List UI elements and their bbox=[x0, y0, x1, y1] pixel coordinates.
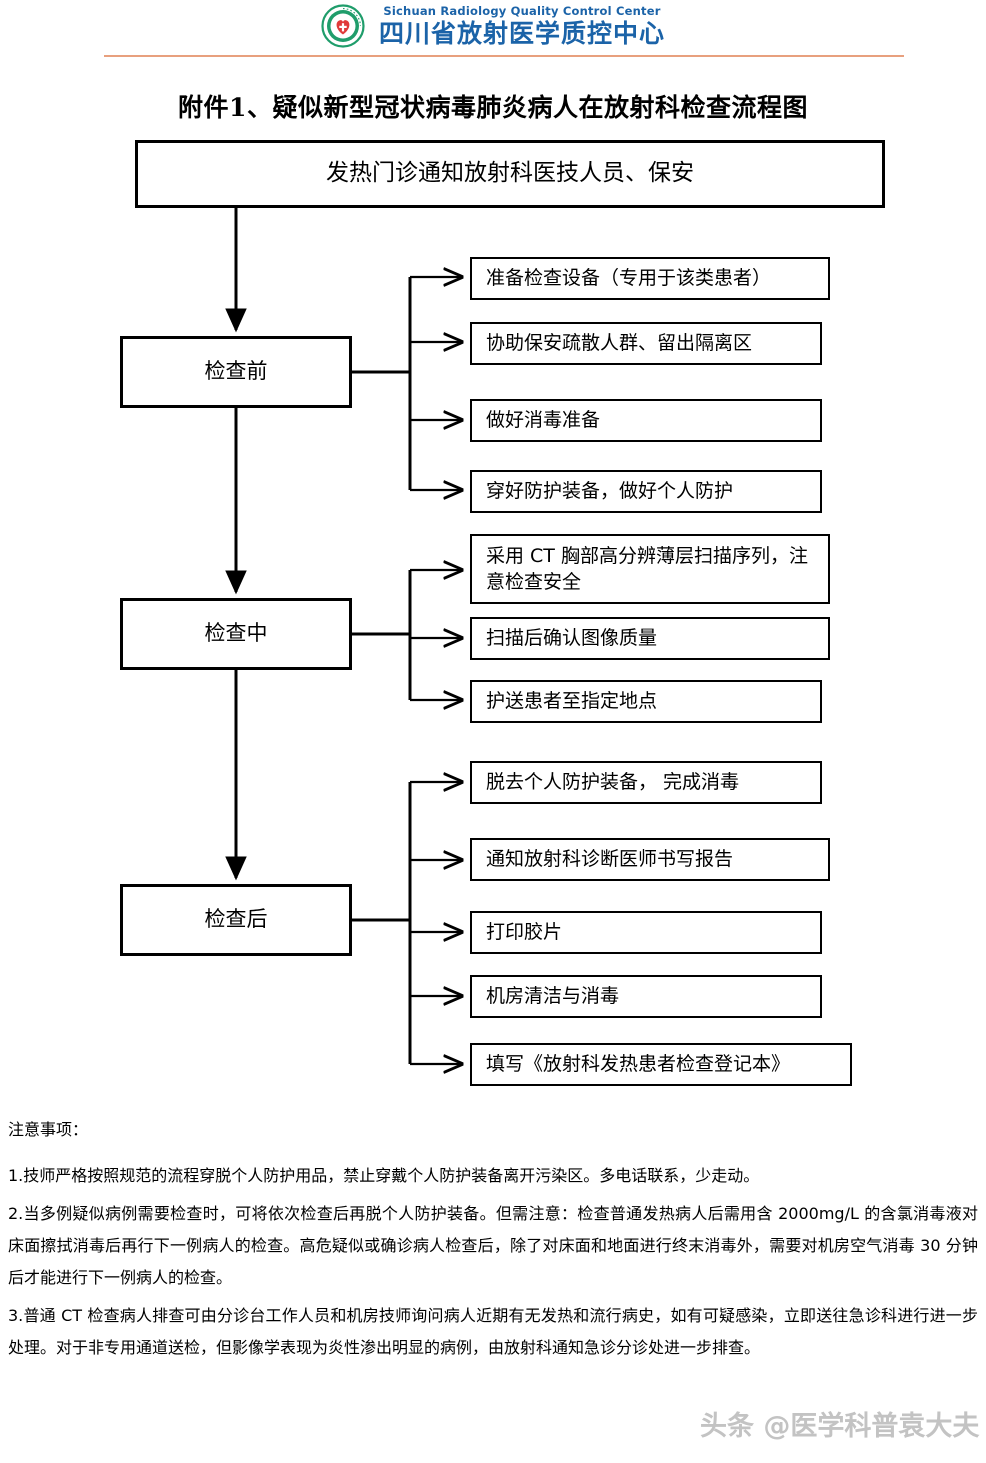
flow-node-start: 发热门诊通知放射科医技人员、保安 bbox=[135, 140, 885, 208]
page-title: 附件1、疑似新型冠状病毒肺炎病人在放射科检查流程图 bbox=[178, 93, 808, 122]
flow-item: 准备检查设备（专用于该类患者） bbox=[470, 257, 830, 300]
flowchart: 发热门诊通知放射科医技人员、保安 检查前 检查中 检查后 准备检查设备（专用于该… bbox=[120, 140, 986, 1100]
notes-section: 注意事项： 1.技师严格按照规范的流程穿脱个人防护用品，禁止穿戴个人防护装备离开… bbox=[8, 1116, 978, 1370]
note-item: 2.当多例疑似病例需要检查时，可将依次检查后再脱个人防护装备。但需注意：检查普通… bbox=[8, 1204, 978, 1287]
flow-item: 机房清洁与消毒 bbox=[470, 975, 822, 1018]
brand-text: Sichuan Radiology Quality Control Center… bbox=[379, 6, 665, 46]
flow-item: 协助保安疏散人群、留出隔离区 bbox=[470, 322, 822, 365]
note-item: 1.技师严格按照规范的流程穿脱个人防护用品，禁止穿戴个人防护装备离开污染区。多电… bbox=[8, 1166, 760, 1185]
flow-stage-before-label: 检查前 bbox=[204, 359, 268, 384]
radiology-center-emblem-icon bbox=[321, 4, 365, 48]
flow-item: 护送患者至指定地点 bbox=[470, 680, 822, 723]
brand-chinese-name: 四川省放射医学质控中心 bbox=[378, 18, 666, 48]
header-divider bbox=[104, 55, 904, 57]
brand-english-name: Sichuan Radiology Quality Control Center bbox=[383, 4, 661, 19]
flow-stage-during: 检查中 bbox=[120, 598, 352, 670]
note-item: 3.普通 CT 检查病人排查可由分诊台工作人员和机房技师询问病人近期有无发热和流… bbox=[8, 1306, 978, 1357]
flow-item: 打印胶片 bbox=[470, 911, 822, 954]
flow-stage-after-label: 检查后 bbox=[204, 907, 268, 932]
flow-item: 做好消毒准备 bbox=[470, 399, 822, 442]
flow-item: 采用 CT 胸部高分辨薄层扫描序列，注意检查安全 bbox=[470, 534, 830, 604]
flow-item: 填写《放射科发热患者检查登记本》 bbox=[470, 1043, 852, 1086]
flow-stage-during-label: 检查中 bbox=[204, 621, 268, 646]
notes-heading: 注意事项： bbox=[8, 1120, 89, 1139]
brand-block: Sichuan Radiology Quality Control Center… bbox=[321, 4, 665, 48]
page-header: Sichuan Radiology Quality Control Center… bbox=[0, 0, 986, 60]
flow-node-start-label: 发热门诊通知放射科医技人员、保安 bbox=[326, 160, 694, 187]
flow-stage-after: 检查后 bbox=[120, 884, 352, 956]
flow-item: 通知放射科诊断医师书写报告 bbox=[470, 838, 830, 881]
flowchart-connectors bbox=[225, 208, 986, 1100]
watermark: 头条 @医学科普袁大夫 bbox=[700, 1411, 980, 1442]
flow-stage-before: 检查前 bbox=[120, 336, 352, 408]
flow-item: 脱去个人防护装备， 完成消毒 bbox=[470, 761, 822, 804]
flow-item: 扫描后确认图像质量 bbox=[470, 617, 830, 660]
flow-item: 穿好防护装备，做好个人防护 bbox=[470, 470, 822, 513]
